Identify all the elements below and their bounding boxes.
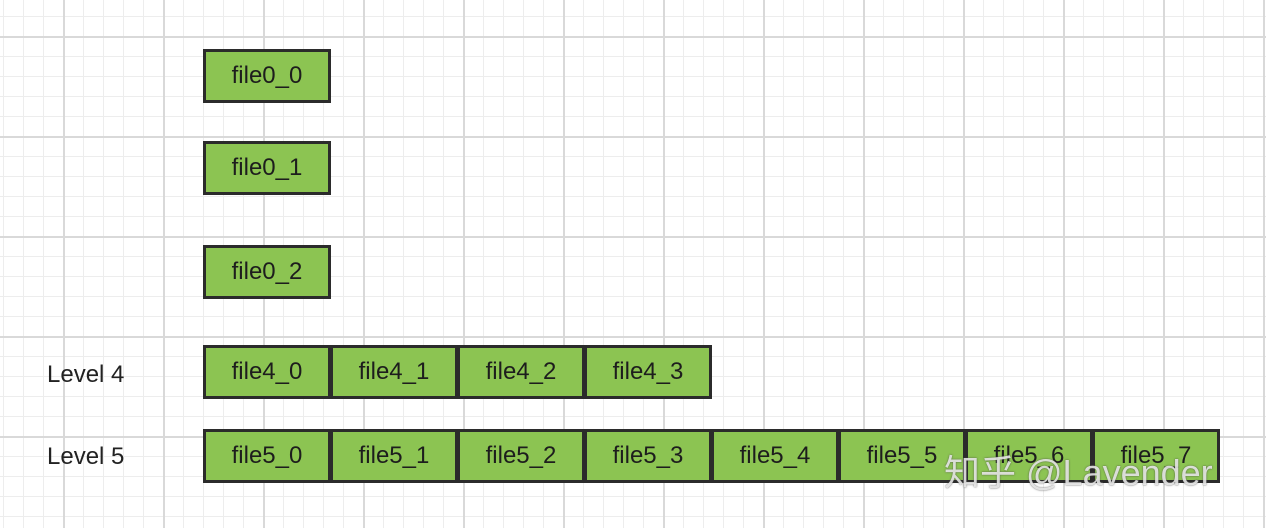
file-box-l5-5: file5_5 — [838, 429, 966, 483]
file-box-l4-3: file4_3 — [584, 345, 712, 399]
file-box-l0-0: file0_0 — [203, 49, 331, 103]
file-box-l4-1: file4_1 — [330, 345, 458, 399]
file-box-l5-4: file5_4 — [711, 429, 839, 483]
level4-label: Level 4 — [47, 361, 125, 388]
file-box-l0-2: file0_2 — [203, 245, 331, 299]
file-box-l5-3: file5_3 — [584, 429, 712, 483]
file-box-l5-1: file5_1 — [330, 429, 458, 483]
level0-row-1: file0_1 — [203, 141, 331, 195]
level4-row: file4_0 file4_1 file4_2 file4_3 — [203, 345, 712, 399]
level5-row: file5_0 file5_1 file5_2 file5_3 file5_4 … — [203, 429, 1220, 483]
file-box-l5-6: file5_6 — [965, 429, 1093, 483]
level0-row-2: file0_2 — [203, 245, 331, 299]
file-box-l5-7: file5_7 — [1092, 429, 1220, 483]
file-box-l0-1: file0_1 — [203, 141, 331, 195]
file-box-l5-0: file5_0 — [203, 429, 331, 483]
watermark: 知乎 @Lavender — [944, 452, 1213, 493]
file-box-l5-2: file5_2 — [457, 429, 585, 483]
level0-row-0: file0_0 — [203, 49, 331, 103]
level5-label: Level 5 — [47, 443, 125, 470]
file-box-l4-0: file4_0 — [203, 345, 331, 399]
file-box-l4-2: file4_2 — [457, 345, 585, 399]
